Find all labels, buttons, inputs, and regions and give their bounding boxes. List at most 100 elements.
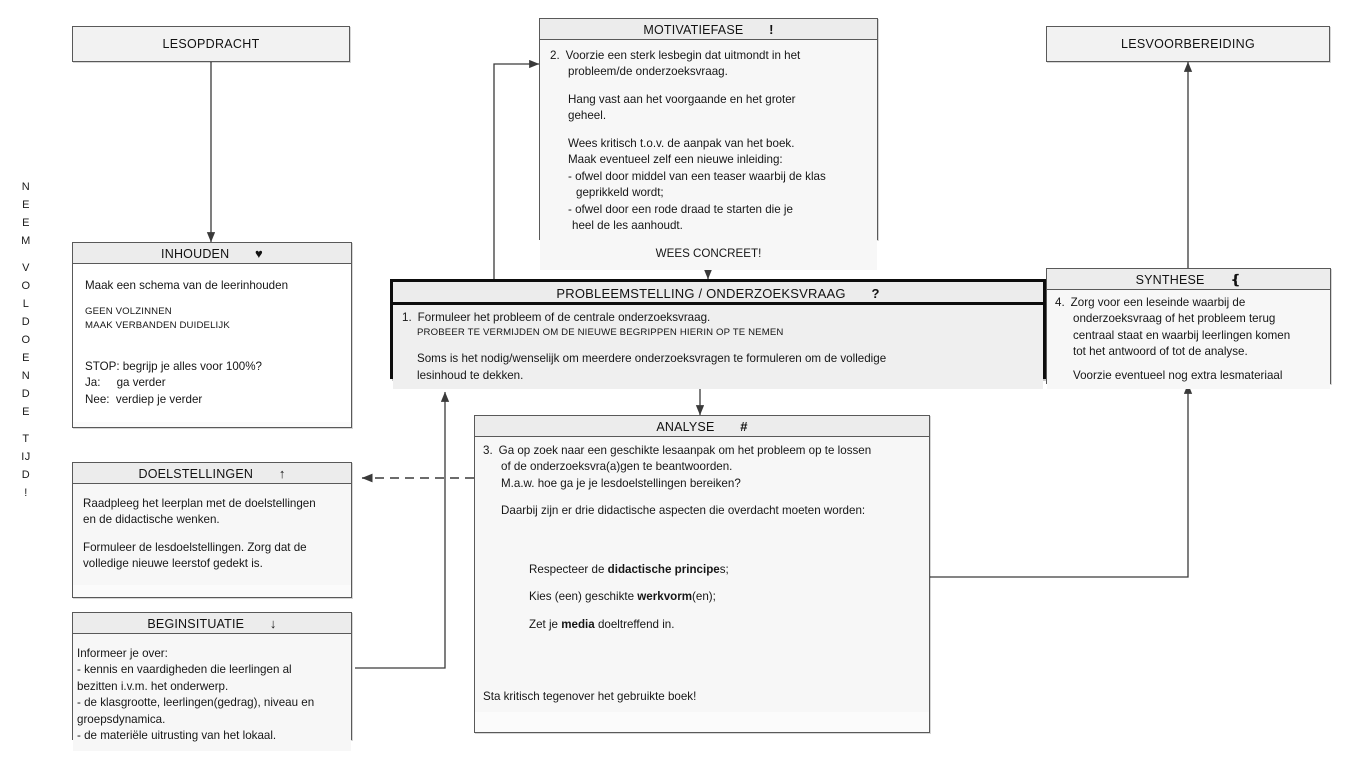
- body-line: of de onderzoeksvra(a)gen te beantwoorde…: [501, 460, 733, 474]
- body-line: 2. Voorzie een sterk lesbegin dat uitmon…: [550, 48, 867, 64]
- side-note-letter: !: [24, 487, 28, 499]
- body-text: Formuleer het probleem of de centrale on…: [417, 311, 711, 324]
- side-note-gap: [14, 250, 38, 259]
- node-beginsituatie-title: BEGINSITUATIE: [147, 617, 245, 631]
- side-note-letter: E: [22, 352, 30, 364]
- node-beginsituatie-body: Informeer je over: - kennis en vaardighe…: [73, 634, 351, 751]
- analyse-bullet-1: Respecteer de didactische principes;: [483, 562, 921, 578]
- node-lesopdracht[interactable]: LESOPDRACHT: [72, 26, 350, 62]
- connector-analyse-to-synthese: [930, 383, 1193, 578]
- body-line: STOP: begrijp je alles voor 100%?: [85, 359, 263, 373]
- arrow-up-icon: ↑: [278, 466, 286, 481]
- body-line: Ja: ga verder: [85, 376, 166, 390]
- item-number: 1.: [402, 311, 412, 324]
- analyse-bullet-2: Kies (een) geschikte werkvorm(en);: [483, 589, 921, 605]
- heart-icon: ♥: [255, 246, 263, 261]
- body-line: geprikkeld wordt;: [576, 186, 664, 200]
- exclamation-icon: !: [769, 22, 774, 37]
- side-note-letter: N: [21, 181, 31, 193]
- side-note-letter: M: [21, 235, 31, 247]
- body-line: Soms is het nodig/wenselijk om meerdere …: [417, 352, 887, 366]
- spacer: [550, 235, 867, 246]
- side-note-letter: D: [21, 316, 31, 328]
- node-analyse-footer: Sta kritisch tegenover het gebruikte boe…: [483, 690, 697, 704]
- body-line: Raadpleeg het leerplan met de doelstelli…: [83, 497, 316, 510]
- spacer: [85, 294, 339, 305]
- spacer: [85, 333, 339, 359]
- brace-icon: ❴: [1230, 272, 1242, 287]
- spacer: [483, 520, 921, 562]
- side-note-gap: [14, 421, 38, 430]
- side-note-letter: V: [22, 262, 30, 274]
- item-number: 4.: [1055, 296, 1065, 309]
- spacer: [483, 578, 921, 589]
- side-note-letter: O: [21, 280, 31, 292]
- analyse-bullet-3: Zet je media doeltreffend in.: [483, 617, 921, 633]
- body-line: volledige nieuwe leerstof gedekt is.: [83, 557, 263, 571]
- body-line: groepsdynamica.: [77, 712, 166, 726]
- node-inhouden-title: INHOUDEN: [161, 247, 230, 261]
- body-text: Voorzie een sterk lesbegin dat uitmondt …: [565, 49, 801, 62]
- side-note-letter: O: [21, 334, 31, 346]
- body-line: 3. Ga op zoek naar een geschikte lesaanp…: [483, 443, 921, 459]
- node-beginsituatie-header: BEGINSITUATIE ↓: [73, 613, 351, 634]
- body-line: Maak eventueel zelf een nieuwe inleiding…: [568, 153, 783, 167]
- body-line: - kennis en vaardigheden die leerlingen …: [77, 663, 292, 677]
- node-motivatiefase-body: 2. Voorzie een sterk lesbegin dat uitmon…: [540, 40, 877, 270]
- item-number: 2.: [550, 49, 560, 62]
- node-synthese-header: SYNTHESE ❴: [1047, 269, 1330, 290]
- node-synthese[interactable]: SYNTHESE ❴ 4. Zorg voor een leseinde waa…: [1046, 268, 1331, 390]
- body-line: centraal staat en waarbij leerlingen kom…: [1073, 328, 1291, 342]
- node-analyse-header: ANALYSE #: [475, 416, 929, 437]
- side-note-letter: IJ: [21, 451, 31, 463]
- node-analyse[interactable]: ANALYSE # 3. Ga op zoek naar een geschik…: [474, 415, 930, 733]
- arrow-down-icon: ↓: [269, 616, 277, 631]
- question-mark-icon: ?: [871, 286, 880, 301]
- body-line: onderzoeksvraag of het probleem terug: [1073, 312, 1276, 326]
- side-note-letter: D: [21, 469, 31, 481]
- body-line: 1. Formuleer het probleem of de centrale…: [402, 310, 1034, 326]
- hash-icon: #: [740, 419, 748, 434]
- body-line: GEEN VOLZINNEN: [85, 306, 172, 318]
- node-probleemstelling-body: 1. Formuleer het probleem of de centrale…: [393, 305, 1043, 389]
- bullet-text-bold: didactische principe: [607, 562, 720, 576]
- body-text: Zorg voor een leseinde waarbij de: [1070, 296, 1246, 309]
- spacer: [550, 81, 867, 92]
- body-line: Nee: verdiep je verder: [85, 392, 203, 406]
- connector-beginsituatie-to-probleemstelling: [355, 391, 450, 669]
- side-note-letter: N: [21, 370, 31, 382]
- body-line: M.a.w. hoe ga je je lesdoelstellingen be…: [501, 476, 741, 490]
- spacer: [83, 529, 341, 540]
- side-note-letter: E: [22, 217, 30, 229]
- node-lesvoorbereiding-title: LESVOORBEREIDING: [1121, 37, 1255, 51]
- node-analyse-title: ANALYSE: [656, 420, 715, 434]
- node-beginsituatie[interactable]: BEGINSITUATIE ↓ Informeer je over: - ken…: [72, 612, 352, 751]
- body-line: en de didactische wenken.: [83, 513, 220, 527]
- body-line: bezitten i.v.m. het onderwerp.: [77, 679, 229, 693]
- node-doelstellingen-body: Raadpleeg het leerplan met de doelstelli…: [73, 484, 351, 585]
- body-line: - ofwel door een rode draad te starten d…: [568, 202, 793, 216]
- body-line: Hang vast aan het voorgaande en het grot…: [568, 92, 796, 106]
- body-line: 4. Zorg voor een leseinde waarbij de: [1055, 295, 1322, 311]
- bullet-text-post: (en);: [692, 590, 716, 604]
- bullet-text-bold: werkvorm: [637, 590, 693, 604]
- spacer: [1055, 361, 1322, 368]
- body-line: Maak een schema van de leerinhouden: [85, 279, 289, 292]
- node-lesvoorbereiding[interactable]: LESVOORBEREIDING: [1046, 26, 1330, 62]
- node-inhouden[interactable]: INHOUDEN ♥ Maak een schema van de leerin…: [72, 242, 352, 428]
- node-motivatiefase-title: MOTIVATIEFASE: [643, 23, 744, 37]
- side-note-letter: D: [21, 388, 31, 400]
- node-motivatiefase[interactable]: MOTIVATIEFASE ! 2. Voorzie een sterk les…: [539, 18, 878, 270]
- node-doelstellingen[interactable]: DOELSTELLINGEN ↑ Raadpleeg het leerplan …: [72, 462, 352, 598]
- body-line: Formuleer de lesdoelstellingen. Zorg dat…: [83, 540, 307, 554]
- side-note-letter: L: [22, 298, 30, 310]
- bullet-text-pre: Zet je: [529, 617, 562, 631]
- node-doelstellingen-header: DOELSTELLINGEN ↑: [73, 463, 351, 484]
- body-line: - de klasgrootte, leerlingen(gedrag), ni…: [77, 696, 315, 710]
- node-probleemstelling[interactable]: PROBLEEMSTELLING / ONDERZOEKSVRAAG ? 1. …: [390, 279, 1046, 389]
- node-probleemstelling-header: PROBLEEMSTELLING / ONDERZOEKSVRAAG ?: [393, 282, 1043, 305]
- body-line: tot het antwoord of tot de analyse.: [1073, 345, 1248, 359]
- body-line: geheel.: [568, 109, 607, 123]
- bullet-text-post: doeltreffend in.: [594, 617, 675, 631]
